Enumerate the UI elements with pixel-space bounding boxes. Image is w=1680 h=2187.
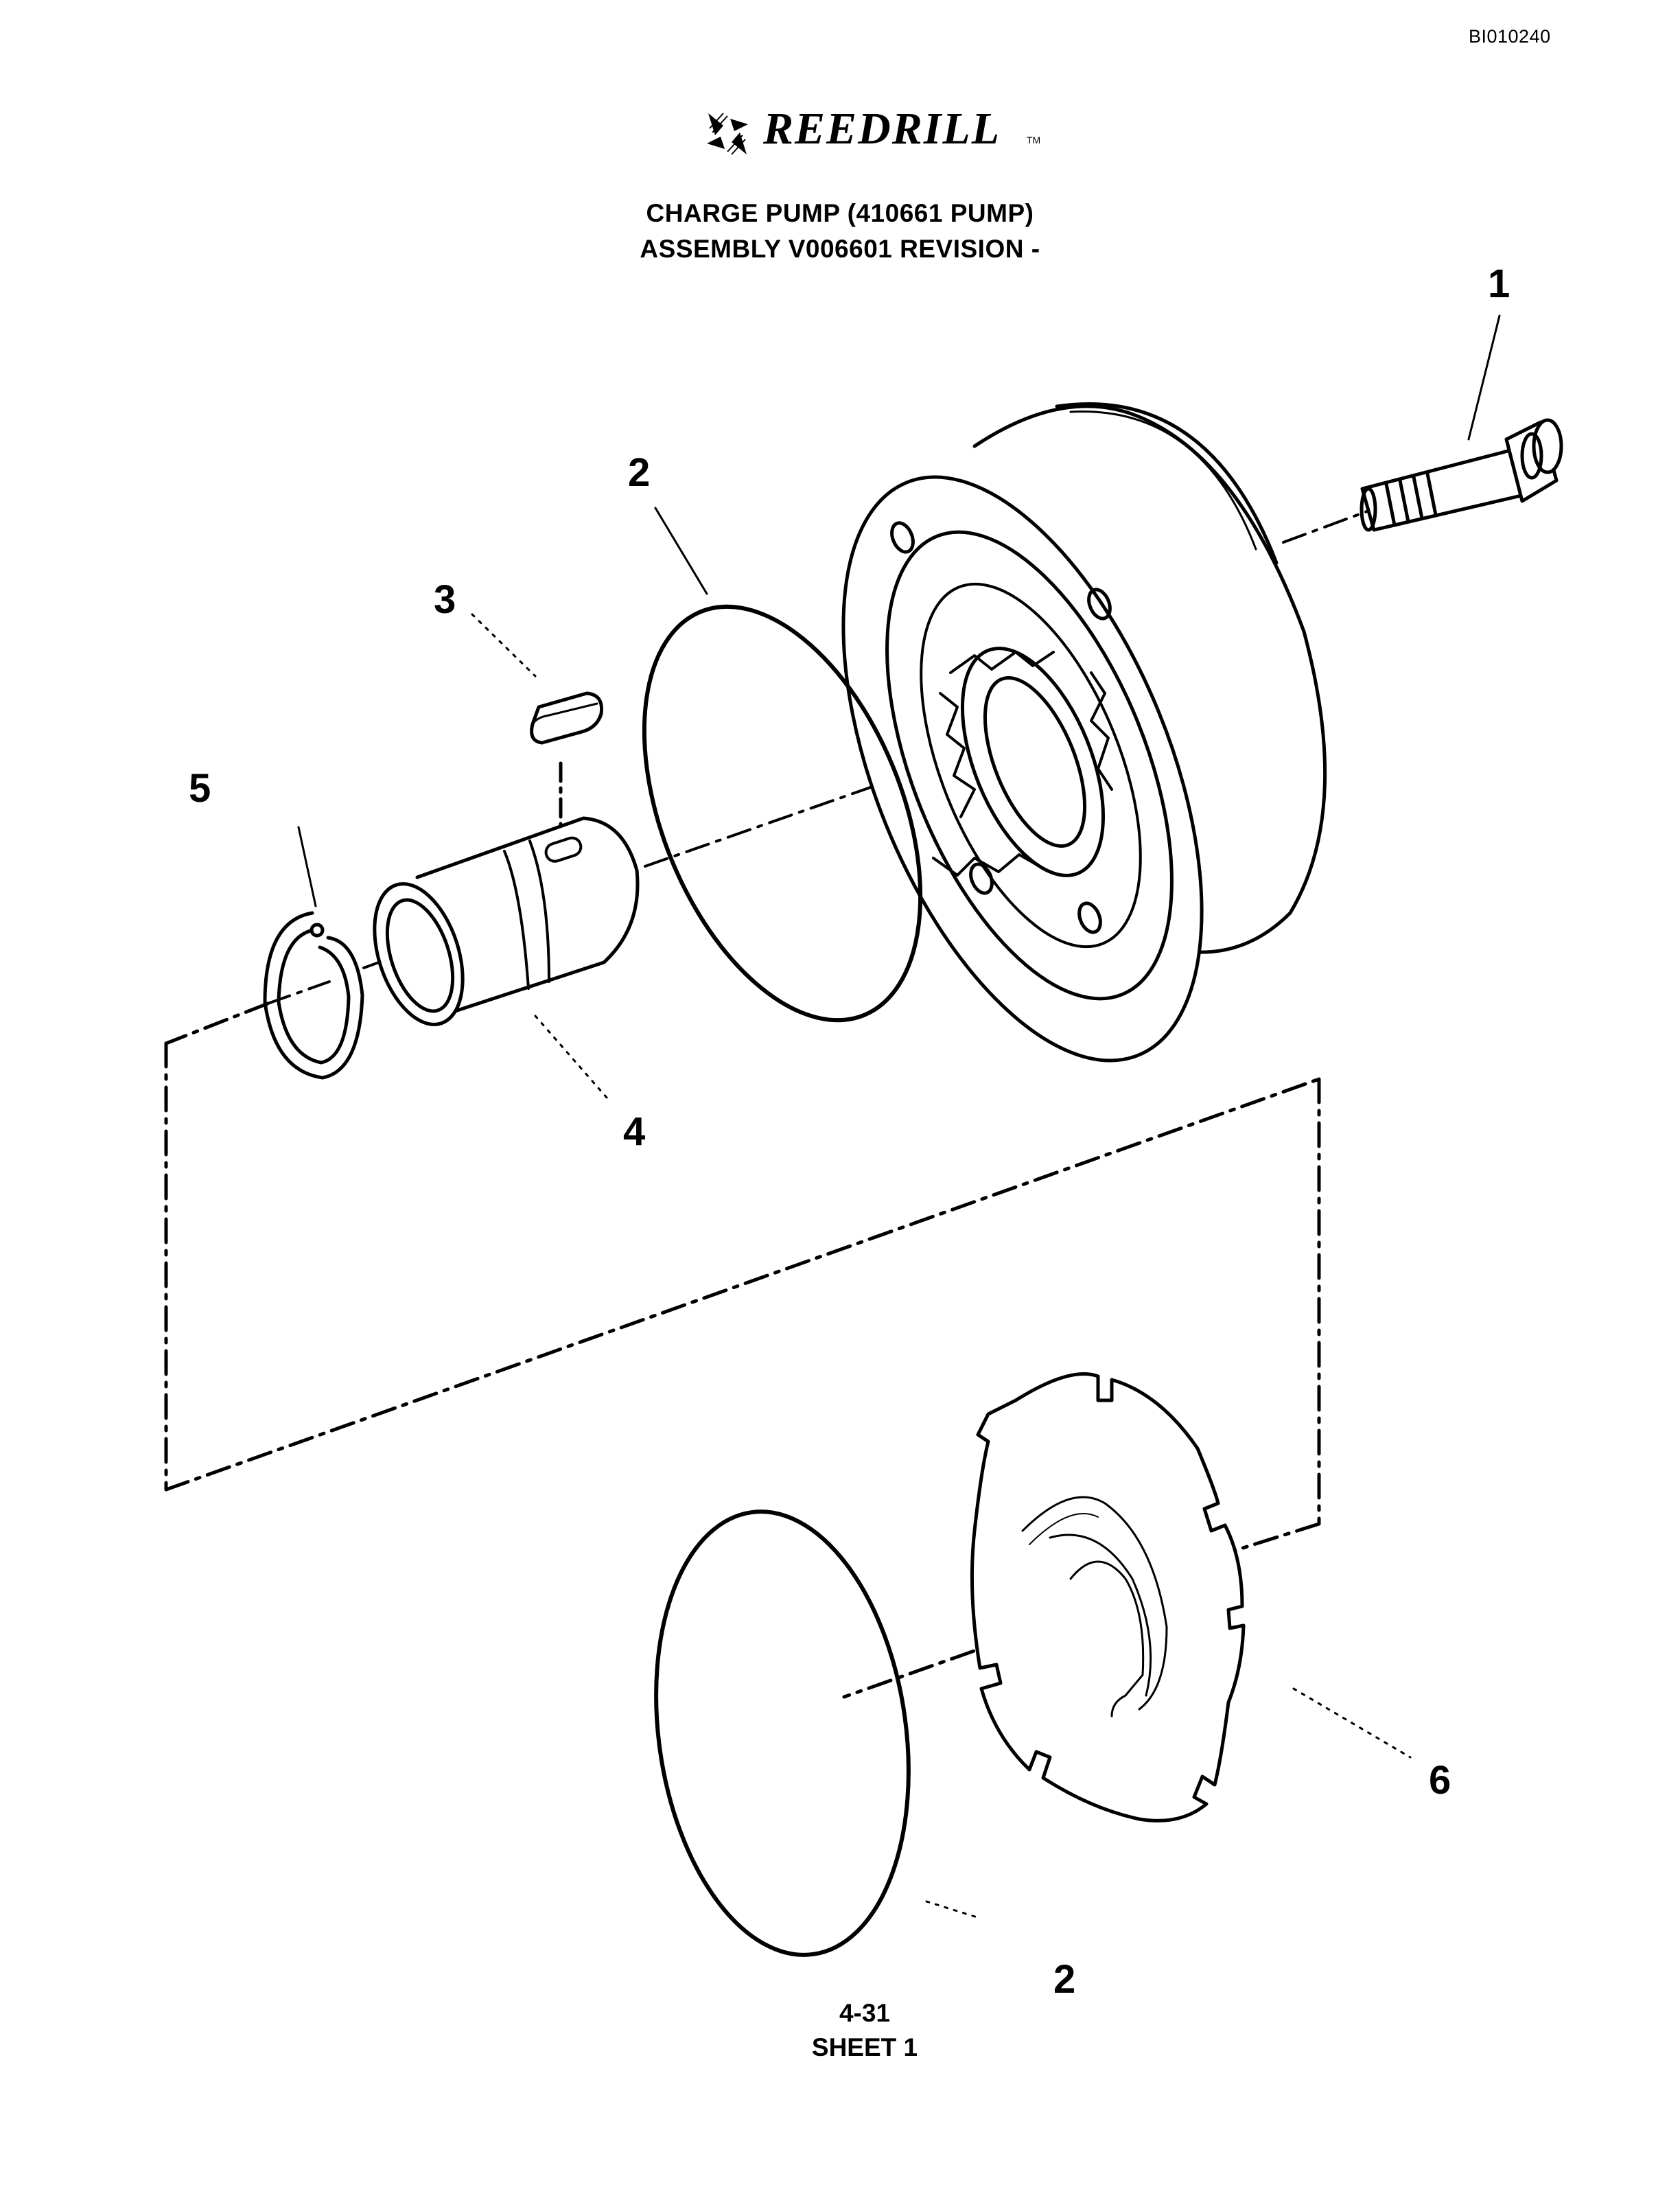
leader-lines [297, 314, 1501, 907]
pump-housing-part [841, 402, 1327, 1063]
retaining-ring-part [263, 911, 364, 1080]
callout-5: 5 [189, 766, 211, 811]
callout-3: 3 [434, 577, 456, 622]
page-number: 4-31 [839, 1999, 891, 2027]
trademark-mark: TM [1027, 135, 1041, 146]
document-id: BI010240 [1469, 26, 1551, 47]
callout-2-lower: 2 [1053, 1957, 1076, 2002]
leader-lines-dotted [471, 613, 1412, 1920]
sheet-label: SHEET 1 [811, 2033, 918, 2061]
title-line-2: ASSEMBLY V006601 REVISION - [640, 235, 1040, 263]
callout-6: 6 [1429, 1758, 1451, 1803]
callout-1: 1 [1488, 262, 1510, 306]
brand-name: REEDRILL [763, 104, 1001, 154]
callout-2-upper: 2 [628, 450, 651, 495]
reedrill-logo-icon [707, 113, 748, 155]
shaft-key-part [530, 691, 604, 834]
callout-4: 4 [623, 1109, 646, 1154]
shaft-coupling-part [373, 816, 640, 1026]
o-ring-upper-part [642, 604, 923, 1023]
cap-screw-part [1360, 418, 1563, 532]
o-ring-lower-part [654, 1509, 911, 1957]
title-line-1: CHARGE PUMP (410661 PUMP) [646, 199, 1034, 227]
wear-plate-part [970, 1372, 1246, 1822]
